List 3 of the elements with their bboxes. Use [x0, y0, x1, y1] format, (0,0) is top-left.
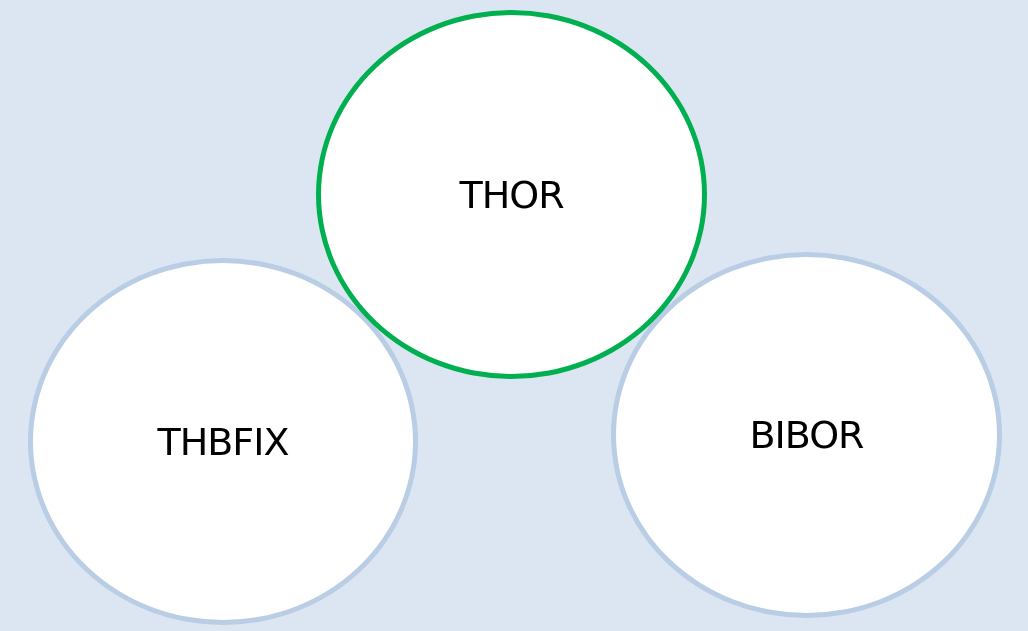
node-label: THOR [459, 172, 564, 217]
node-label: BIBOR [749, 413, 864, 457]
node-label: THBFIX [157, 419, 289, 464]
